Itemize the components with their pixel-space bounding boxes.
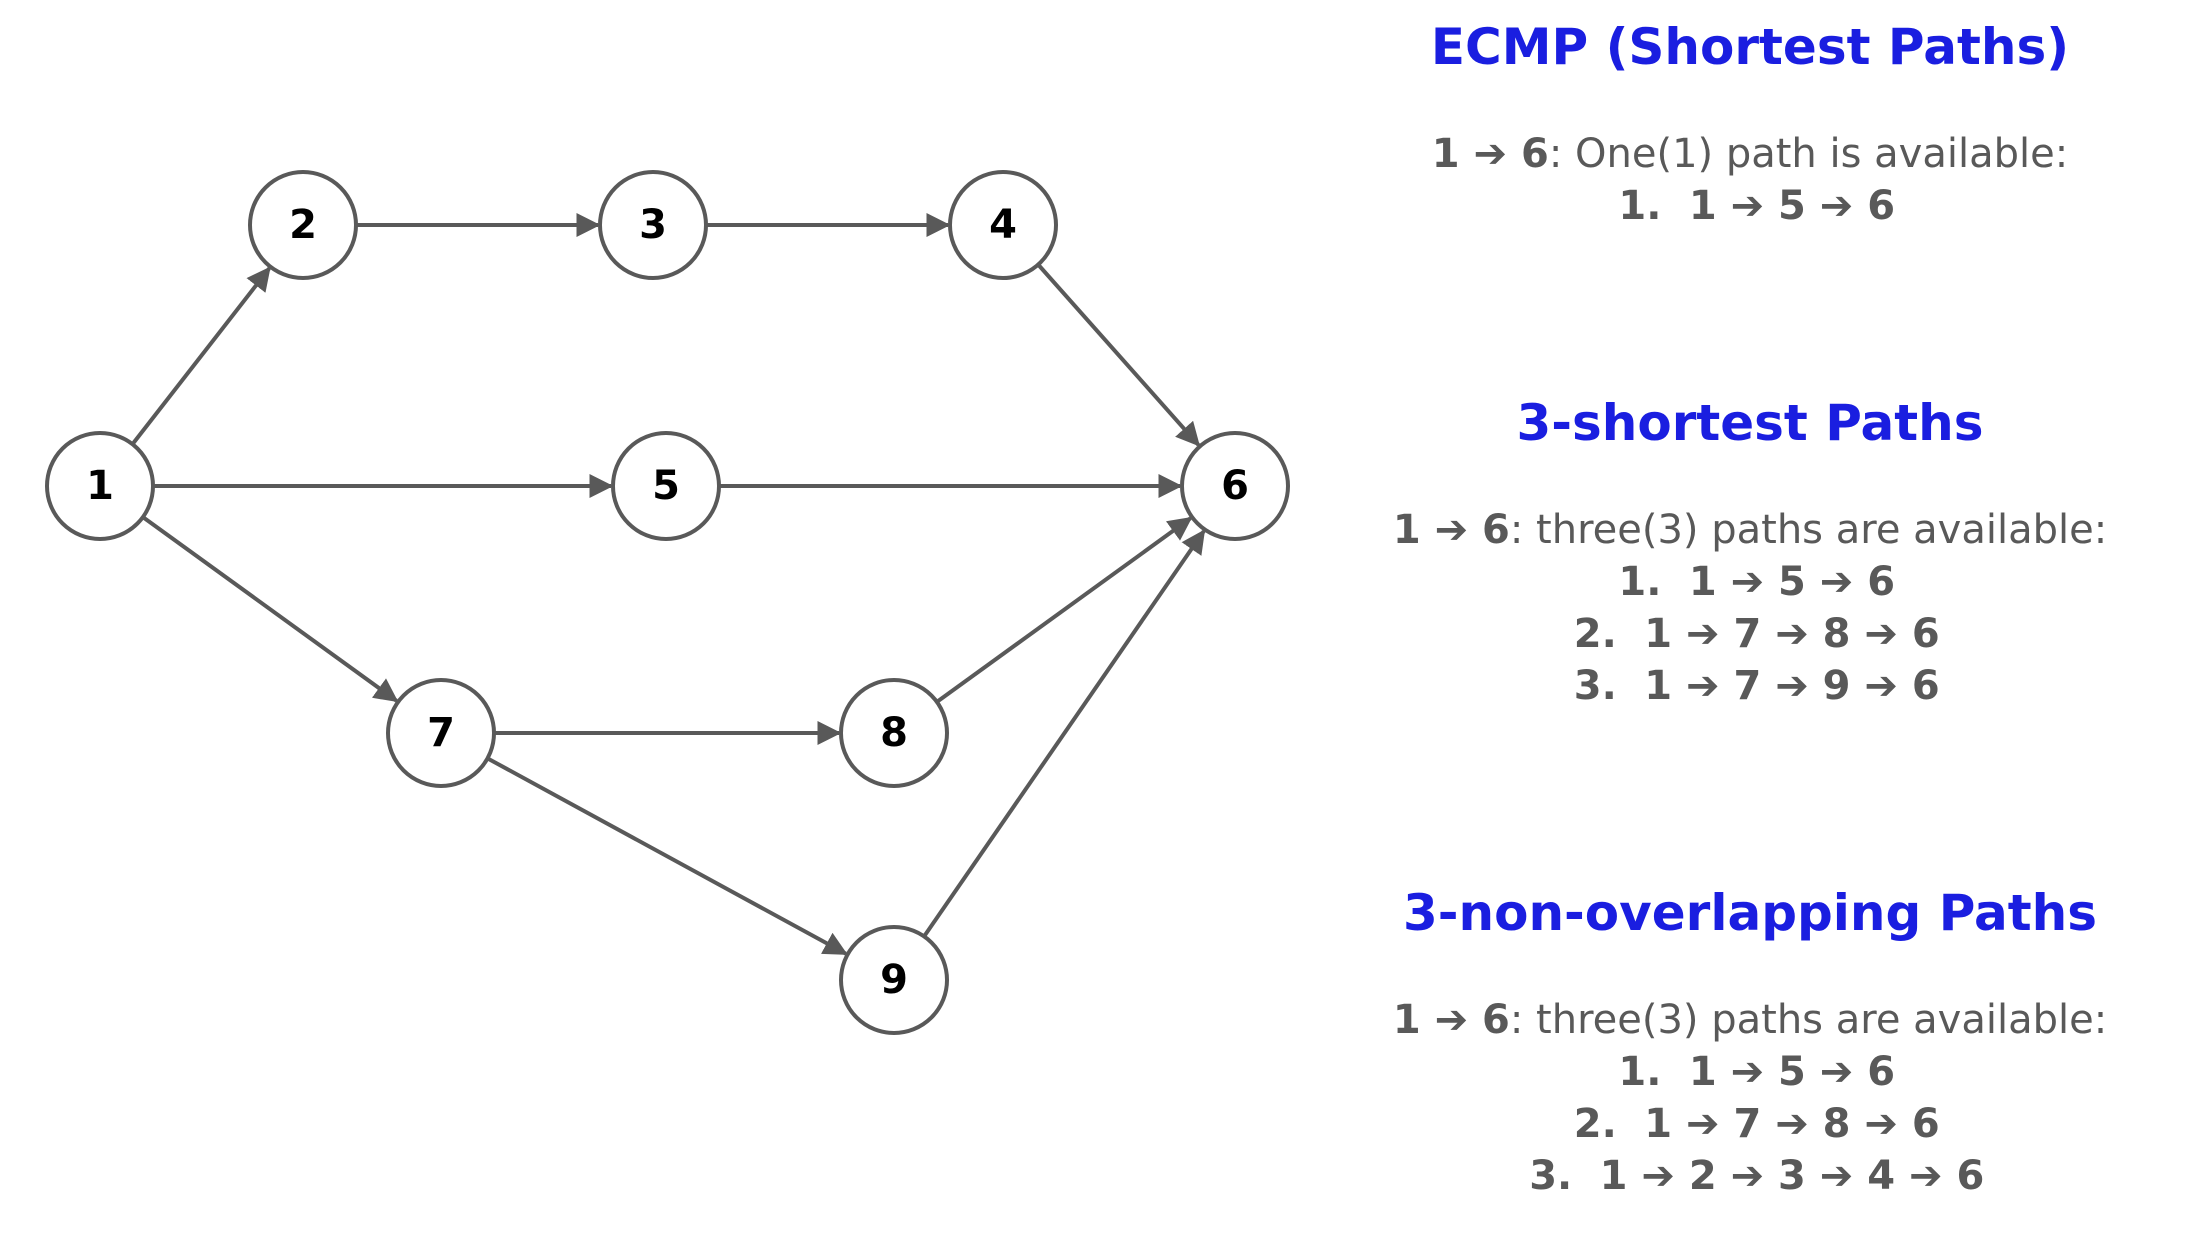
path-number: 1. <box>1618 1049 1662 1095</box>
edge-7-9 <box>486 756 848 956</box>
non-overlapping-section: 3-non-overlapping Paths 1 ➔ 6: three(3) … <box>1360 888 2140 1202</box>
path-route: 1 ➔ 7 ➔ 8 ➔ 6 <box>1644 611 1940 657</box>
edge-4-6 <box>1036 263 1201 447</box>
node-label: 5 <box>652 463 680 509</box>
node-label: 6 <box>1221 463 1249 509</box>
path-number: 3. <box>1573 663 1617 709</box>
k-shortest-path-2: 2. 1 ➔ 7 ➔ 8 ➔ 6 <box>1360 608 2140 660</box>
edge-8-6 <box>935 516 1193 704</box>
k-shortest-path-3: 3. 1 ➔ 7 ➔ 9 ➔ 6 <box>1360 660 2140 712</box>
network-graph: 1 2 3 4 5 6 7 8 9 <box>45 170 1290 1035</box>
node-2: 2 <box>248 170 358 280</box>
node-7: 7 <box>386 678 496 788</box>
node-label: 4 <box>989 202 1017 248</box>
node-3: 3 <box>598 170 708 280</box>
ecmp-path-1: 1. 1 ➔ 5 ➔ 6 <box>1360 180 2140 232</box>
path-number: 3. <box>1529 1153 1573 1199</box>
non-overlapping-path-3: 3. 1 ➔ 2 ➔ 3 ➔ 4 ➔ 6 <box>1360 1150 2140 1202</box>
k-shortest-pair: 1 ➔ 6 <box>1392 507 1510 553</box>
graph-edges <box>130 213 1206 956</box>
non-overlapping-path-2: 2. 1 ➔ 7 ➔ 8 ➔ 6 <box>1360 1098 2140 1150</box>
ecmp-pair: 1 ➔ 6 <box>1431 131 1549 177</box>
path-number: 1. <box>1618 559 1662 605</box>
node-circle <box>45 431 155 541</box>
k-shortest-path-1: 1. 1 ➔ 5 ➔ 6 <box>1360 556 2140 608</box>
ecmp-title: ECMP (Shortest Paths) <box>1430 18 2070 76</box>
node-label: 2 <box>289 202 317 248</box>
node-label: 7 <box>427 710 455 756</box>
path-route: 1 ➔ 7 ➔ 8 ➔ 6 <box>1644 1101 1940 1147</box>
node-8: 8 <box>839 678 949 788</box>
k-shortest-summary: 1 ➔ 6: three(3) paths are available: <box>1360 504 2140 556</box>
path-route: 1 ➔ 7 ➔ 9 ➔ 6 <box>1644 663 1940 709</box>
path-route: 1 ➔ 5 ➔ 6 <box>1688 183 1896 229</box>
graph-nodes: 1 2 3 4 5 6 7 8 9 <box>45 170 1290 1035</box>
ecmp-section: ECMP (Shortest Paths) 1 ➔ 6: One(1) path… <box>1360 22 2140 232</box>
non-overlapping-desc: : three(3) paths are available: <box>1509 997 2108 1043</box>
path-number: 2. <box>1573 1101 1617 1147</box>
node-circle <box>948 170 1058 280</box>
node-circle <box>248 170 358 280</box>
path-route: 1 ➔ 5 ➔ 6 <box>1688 559 1896 605</box>
k-shortest-title: 3-shortest Paths <box>1516 394 1984 452</box>
node-circle <box>839 925 949 1035</box>
node-6: 6 <box>1180 431 1290 541</box>
edge-1-7 <box>141 515 399 703</box>
node-circle <box>1180 431 1290 541</box>
path-route: 1 ➔ 5 ➔ 6 <box>1688 1049 1896 1095</box>
node-1: 1 <box>45 431 155 541</box>
non-overlapping-title: 3-non-overlapping Paths <box>1402 884 2098 942</box>
node-label: 8 <box>880 710 908 756</box>
ecmp-summary: 1 ➔ 6: One(1) path is available: <box>1360 128 2140 180</box>
path-route: 1 ➔ 2 ➔ 3 ➔ 4 ➔ 6 <box>1599 1153 1985 1199</box>
edge-1-2 <box>130 266 271 446</box>
k-shortest-desc: : three(3) paths are available: <box>1509 507 2108 553</box>
node-4: 4 <box>948 170 1058 280</box>
ecmp-desc: : One(1) path is available: <box>1548 131 2069 177</box>
path-number: 1. <box>1618 183 1662 229</box>
node-label: 9 <box>880 957 908 1003</box>
non-overlapping-summary: 1 ➔ 6: three(3) paths are available: <box>1360 994 2140 1046</box>
node-circle <box>839 678 949 788</box>
node-label: 1 <box>86 463 114 509</box>
node-label: 3 <box>639 202 667 248</box>
non-overlapping-path-1: 1. 1 ➔ 5 ➔ 6 <box>1360 1046 2140 1098</box>
k-shortest-section: 3-shortest Paths 1 ➔ 6: three(3) paths a… <box>1360 398 2140 712</box>
node-circle <box>386 678 496 788</box>
node-9: 9 <box>839 925 949 1035</box>
node-circle <box>598 170 708 280</box>
edge-9-6 <box>922 529 1206 938</box>
non-overlapping-pair: 1 ➔ 6 <box>1392 997 1510 1043</box>
node-5: 5 <box>611 431 721 541</box>
path-number: 2. <box>1573 611 1617 657</box>
node-circle <box>611 431 721 541</box>
